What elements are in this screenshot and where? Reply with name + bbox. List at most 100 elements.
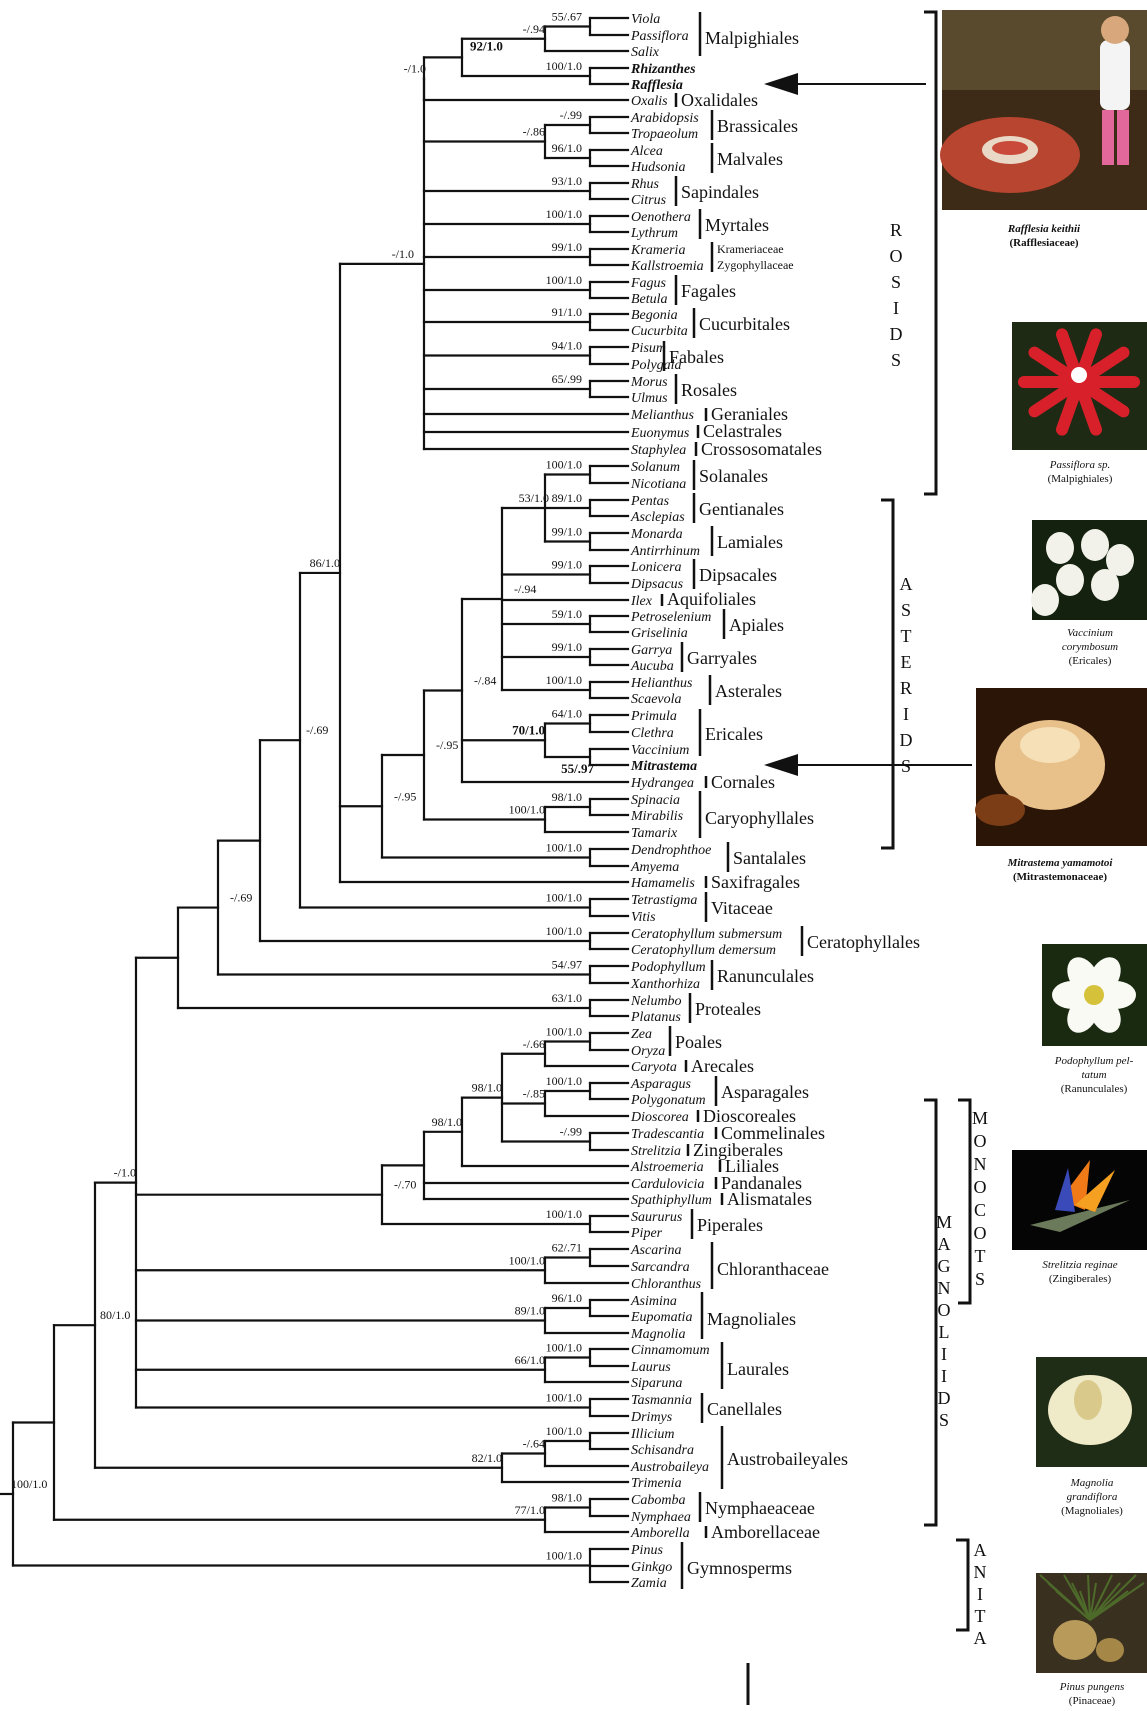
group-letter: C bbox=[974, 1200, 986, 1220]
support-value-dips: 99/1.0 bbox=[552, 558, 582, 572]
group-letter: D bbox=[900, 730, 913, 750]
taxon-label: Cabomba bbox=[631, 1493, 685, 1508]
taxon-label: Citrus bbox=[631, 193, 667, 208]
taxon-label: Staphylea bbox=[631, 443, 686, 458]
group-letter: M bbox=[936, 1212, 952, 1232]
group-letter: L bbox=[939, 1322, 950, 1342]
group-letter: S bbox=[939, 1410, 949, 1430]
support-value-magnol: 89/1.0 bbox=[515, 1304, 545, 1318]
taxon-label: Clethra bbox=[631, 726, 674, 741]
support-value-comm_zing: -/.99 bbox=[560, 1125, 582, 1139]
taxon-label: Tamarix bbox=[631, 826, 678, 841]
photo-caption-passiflora: Passiflora sp. bbox=[1049, 459, 1111, 471]
photo-caption-magnolia-2: grandiflora bbox=[1067, 1491, 1118, 1503]
vaccinium-bell bbox=[1081, 529, 1109, 561]
support-value-malv: 96/1.0 bbox=[552, 141, 582, 155]
taxon-label: Betula bbox=[631, 292, 668, 307]
child-shirt bbox=[1100, 40, 1130, 110]
taxon-label: Ulmus bbox=[631, 391, 668, 406]
support-value-cucurb: 91/1.0 bbox=[552, 305, 582, 319]
support-value-myrt: 100/1.0 bbox=[546, 207, 582, 221]
support-value-chlor: 100/1.0 bbox=[509, 1253, 545, 1267]
order-label: Ericales bbox=[705, 724, 763, 744]
taxon-label: Eupomatia bbox=[630, 1310, 692, 1325]
taxon-label: Austrobaileya bbox=[630, 1460, 709, 1475]
taxon-label: Laurus bbox=[630, 1360, 671, 1375]
photo-caption-pinus-family: (Pinaceae) bbox=[1069, 1695, 1116, 1707]
taxon-label: Trimenia bbox=[631, 1476, 682, 1491]
group-letter: N bbox=[974, 1562, 987, 1582]
taxon-label: Rhizanthes bbox=[630, 62, 696, 77]
taxon-label: Schisandra bbox=[631, 1443, 694, 1458]
order-label: Asparagales bbox=[721, 1082, 809, 1102]
support-value-fab: 94/1.0 bbox=[552, 339, 582, 353]
support-value-kram: 99/1.0 bbox=[552, 240, 582, 254]
taxon-label: Helianthus bbox=[630, 676, 693, 691]
group-letter: A bbox=[900, 574, 913, 594]
support-value-root: 100/1.0 bbox=[11, 1477, 47, 1491]
group-letter: A bbox=[974, 1628, 987, 1648]
order-label: Poales bbox=[675, 1032, 722, 1052]
order-label: Arecales bbox=[691, 1056, 754, 1076]
support-values: 55/.67-/.9492/1.0100/1.0-/1.0-/.99-/.869… bbox=[11, 10, 594, 1563]
taxon-label: Cinnamomum bbox=[631, 1343, 710, 1358]
taxon-label: Zamia bbox=[631, 1576, 667, 1591]
photo-caption-mitrastema: Mitrastema yamamotoi bbox=[1007, 857, 1114, 869]
group-letter: R bbox=[890, 220, 902, 240]
support-value-laur: 66/1.0 bbox=[515, 1353, 545, 1367]
support-value-malp_core: -/.94 bbox=[523, 22, 545, 36]
photo-caption-podophyllum-2: tatum bbox=[1081, 1069, 1106, 1081]
photo-vaccinium bbox=[1031, 520, 1147, 620]
tree-branches bbox=[0, 18, 628, 1582]
taxon-label: Primula bbox=[630, 709, 677, 724]
order-label: Apiales bbox=[729, 615, 784, 635]
group-letter: O bbox=[890, 246, 903, 266]
taxon-label: Solanum bbox=[631, 460, 680, 475]
order-label: Vitaceae bbox=[711, 898, 773, 918]
support-value-commelinids: -/.66 bbox=[523, 1037, 545, 1051]
taxon-label: Petroselenium bbox=[630, 610, 711, 625]
taxon-label: Nymphaea bbox=[630, 1510, 691, 1525]
taxon-label: Hudsonia bbox=[630, 160, 685, 175]
support-value-lami: 99/1.0 bbox=[552, 525, 582, 539]
taxon-label: Arabidopsis bbox=[630, 111, 699, 126]
support-value-ranunc: 54/.97 bbox=[552, 958, 582, 972]
support-value-rhiz_raff: 100/1.0 bbox=[546, 59, 582, 73]
photo-caption-magnolia-family: (Magnoliales) bbox=[1061, 1505, 1123, 1517]
photo-caption-pinus: Pinus pungens bbox=[1059, 1681, 1124, 1693]
group-letter: O bbox=[974, 1223, 987, 1243]
taxon-label: Alcea bbox=[630, 144, 663, 159]
order-label: Nymphaeaceae bbox=[705, 1498, 815, 1518]
order-label: Malvales bbox=[717, 149, 783, 169]
photo-caption-mitrastema-family: (Mitrastemonaceae) bbox=[1013, 871, 1107, 883]
taxon-label: Ceratophyllum demersum bbox=[631, 943, 776, 958]
taxon-label: Asparagus bbox=[630, 1077, 691, 1092]
magnolia-center bbox=[1074, 1380, 1102, 1420]
vaccinium-bell bbox=[1056, 564, 1084, 596]
taxon-label: Tetrastigma bbox=[631, 893, 697, 908]
group-letter: T bbox=[975, 1246, 986, 1266]
taxon-label: Scaevola bbox=[631, 692, 682, 707]
photo-caption-strelitzia-family: (Zingiberales) bbox=[1049, 1273, 1112, 1285]
taxon-label: Begonia bbox=[631, 308, 678, 323]
taxon-label: Oryza bbox=[631, 1044, 665, 1059]
photo-pinus bbox=[1036, 1573, 1147, 1673]
taxon-label: Piper bbox=[630, 1226, 663, 1241]
support-value-canell: 100/1.0 bbox=[546, 1391, 582, 1405]
support-value-rosids: -/1.0 bbox=[392, 247, 414, 261]
taxon-label: Caryota bbox=[631, 1060, 677, 1075]
support-value-vit: 100/1.0 bbox=[546, 891, 582, 905]
taxon-label: Podophyllum bbox=[630, 960, 706, 975]
taxon-label: Pinus bbox=[630, 1543, 663, 1558]
taxon-label: Pisum bbox=[630, 341, 666, 356]
support-value-poal: 100/1.0 bbox=[546, 1025, 582, 1039]
support-value-caryo: 100/1.0 bbox=[509, 803, 545, 817]
rafflesia-arrow-head bbox=[764, 73, 798, 95]
group-letter: D bbox=[938, 1388, 951, 1408]
taxon-label: Kallstroemia bbox=[630, 259, 704, 274]
taxon-label: Asclepias bbox=[630, 510, 685, 525]
support-value-vacc_mitr: 55/.97 bbox=[561, 761, 594, 776]
taxon-label: Amyema bbox=[630, 860, 679, 875]
taxon-label: Vitis bbox=[631, 910, 656, 925]
